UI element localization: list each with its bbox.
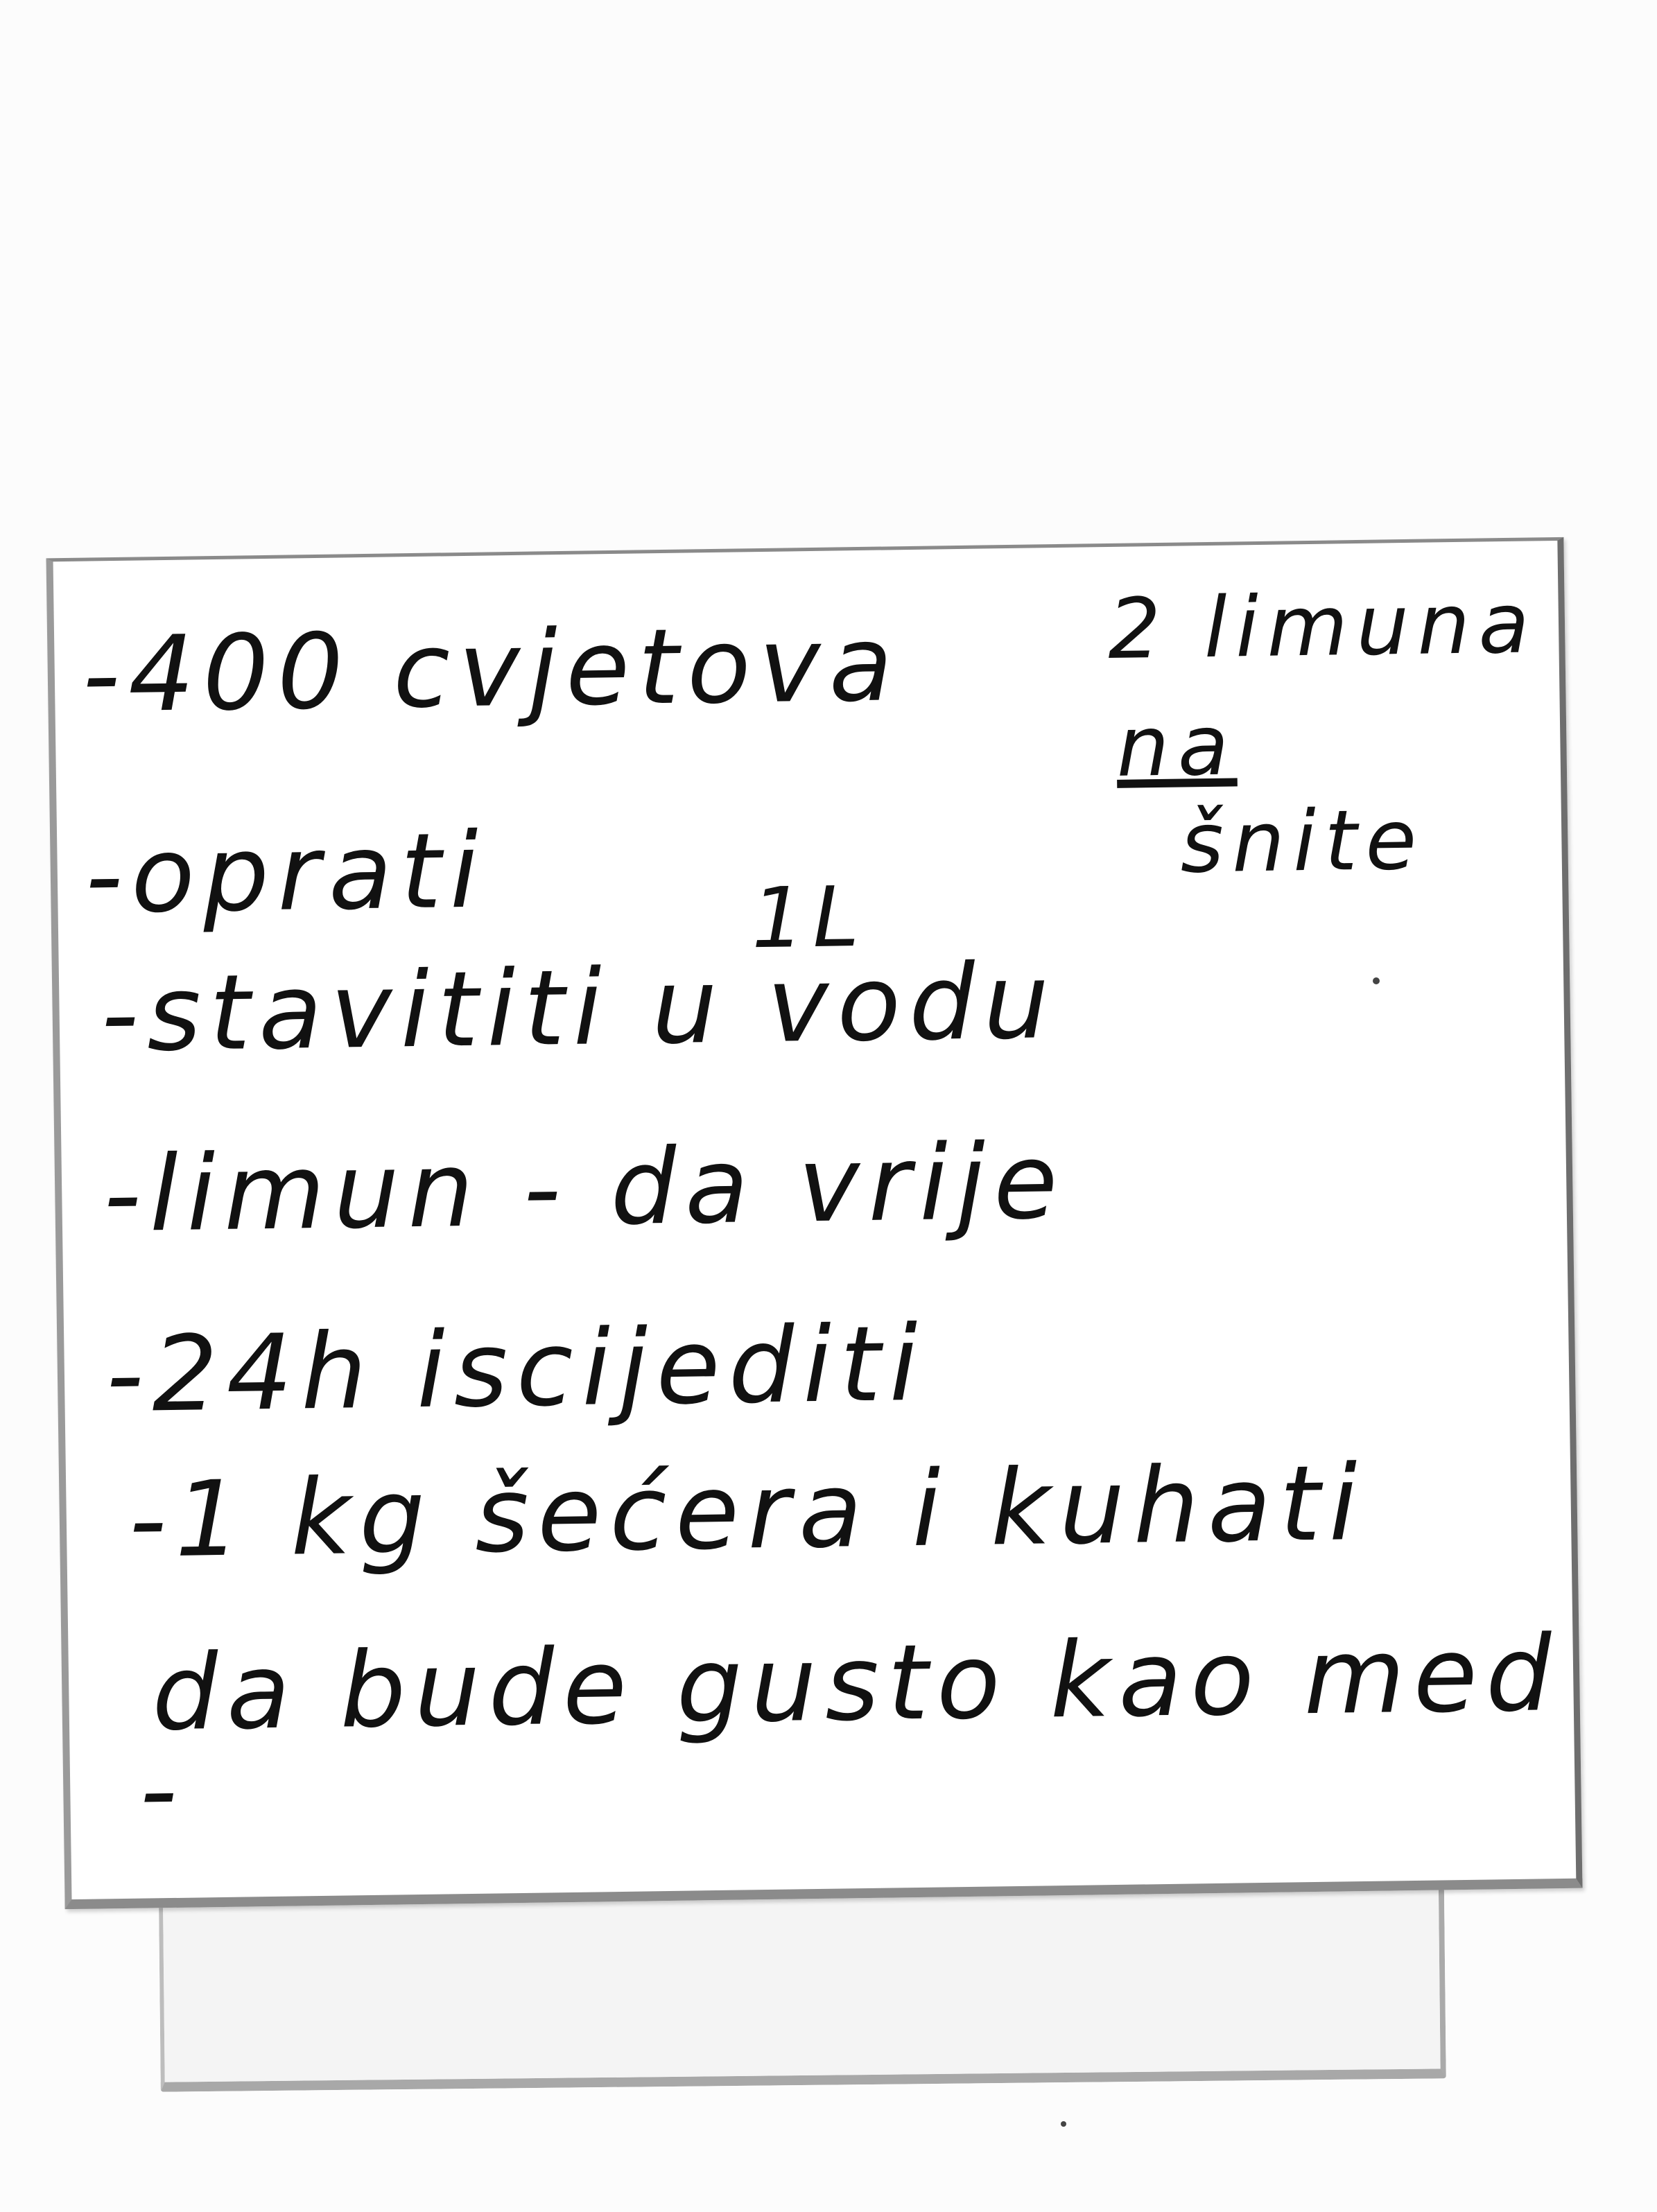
- handwritten-note: -400 cvjetova -oprati -stavititi u vodu …: [46, 537, 1583, 1910]
- side-note-water-volume: 1L: [750, 869, 869, 968]
- side-note-lemons: 2 limuna: [1107, 575, 1538, 678]
- note-line-3: -stavititi u vodu: [100, 941, 1059, 1076]
- side-note-slices: šnite: [1179, 792, 1426, 892]
- note-line-7: da bude gusto kao med: [151, 1614, 1561, 1754]
- note-line-5: -24h iscijediti: [105, 1303, 928, 1436]
- note-line-8: -: [139, 1730, 186, 1852]
- speck: [1061, 2121, 1066, 2127]
- note-line-1: -400 cvjetova: [81, 604, 902, 736]
- note-line-6: -1 kg šećera i kuhati: [128, 1443, 1367, 1581]
- side-note-on: na: [1116, 697, 1238, 796]
- speck: [1373, 977, 1380, 984]
- note-line-4: -limun - da vrije: [103, 1121, 1067, 1256]
- note-line-2: -oprati: [84, 810, 488, 937]
